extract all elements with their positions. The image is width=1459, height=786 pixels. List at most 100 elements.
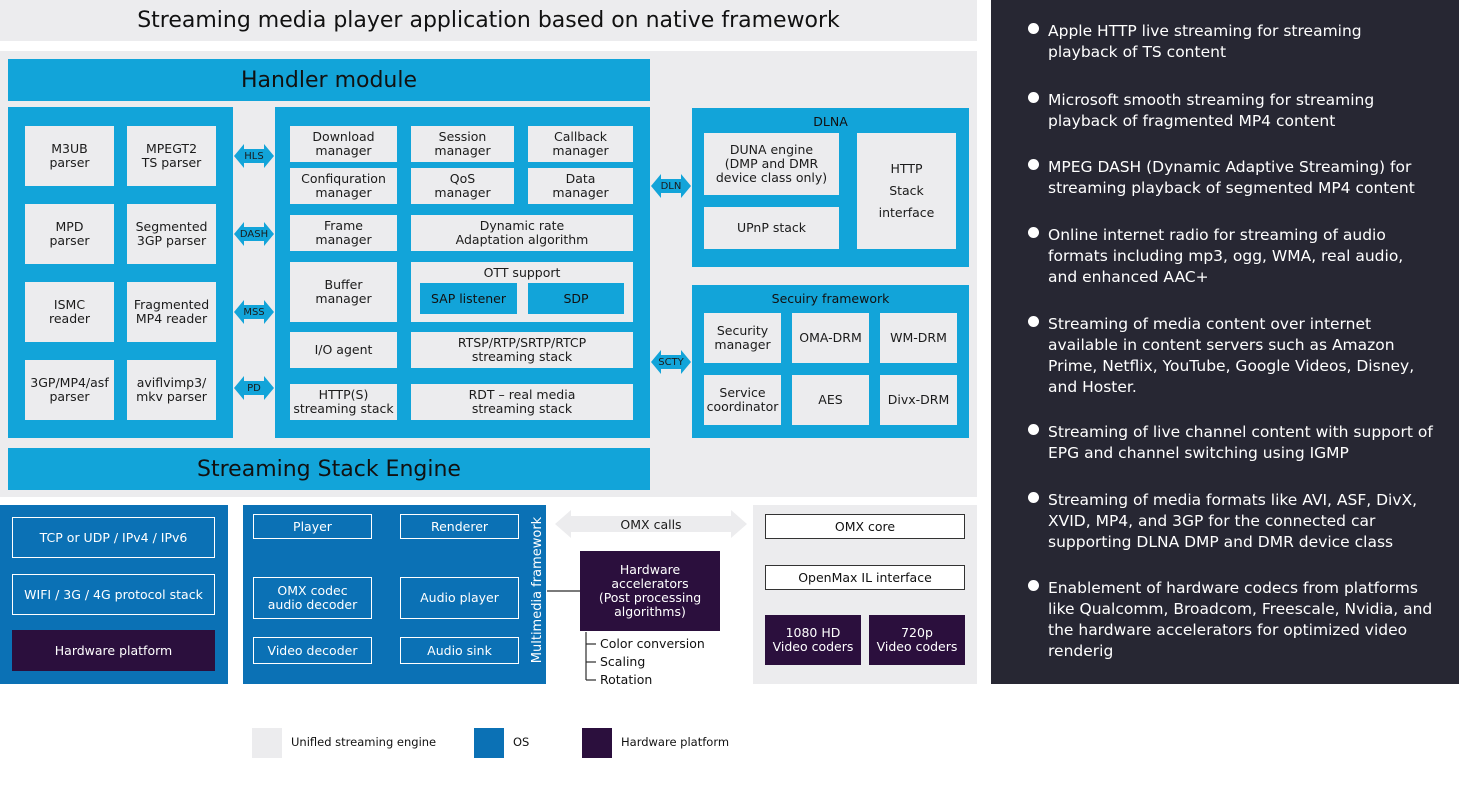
session-manager: Session manager: [411, 126, 514, 162]
reader-ismc: ISMC reader: [25, 282, 114, 342]
sdp: SDP: [528, 283, 624, 314]
service-coordinator: Service coordinator: [704, 375, 781, 425]
handler-module-label: Handler module: [240, 67, 418, 93]
bullet-icon: [1028, 92, 1039, 103]
handler-module: Handler module: [8, 59, 650, 101]
feature-text: Enablement of hardware codecs from platf…: [1048, 579, 1433, 660]
player-box: Player: [253, 514, 372, 539]
qos-manager: QoS manager: [411, 168, 514, 204]
ott-support-label: OTT support: [483, 264, 561, 280]
hardware-accelerators: Hardware accelerators (Post processing a…: [580, 551, 720, 631]
post-processing-rotation: Rotation: [600, 672, 653, 687]
upnp-stack: UPnP stack: [704, 207, 839, 249]
parser-mpegt2: MPEGT2 TS parser: [127, 126, 216, 186]
dash-arrow: [234, 222, 274, 246]
legend-label-os: OS: [513, 735, 530, 749]
video-coders-1080hd: 1080 HD Video coders: [765, 615, 861, 665]
feature-item: Apple HTTP live streaming for streaming …: [1028, 21, 1453, 63]
legend-swatch-os: [474, 728, 504, 758]
feature-item: Streaming of media content over internet…: [1028, 314, 1453, 398]
callback-manager: Callback manager: [528, 126, 633, 162]
bullet-icon: [1028, 316, 1039, 327]
tag-mss: MSS: [243, 306, 265, 318]
post-processing-scaling: Scaling: [600, 654, 646, 669]
feature-text: Streaming of live channel content with s…: [1048, 423, 1433, 462]
feature-text: Streaming of media content over internet…: [1048, 315, 1415, 396]
mss-arrow: [234, 300, 274, 324]
renderer-box: Renderer: [400, 514, 519, 539]
page-title: Streaming media player application based…: [137, 8, 840, 33]
openmax-il-interface: OpenMax IL interface: [765, 565, 965, 590]
hardware-platform-box: Hardware platform: [12, 630, 215, 671]
feature-item: MPEG DASH (Dynamic Adaptive Streaming) f…: [1028, 157, 1453, 199]
download-manager: Download manager: [290, 126, 397, 162]
rdt-streaming-stack: RDT – real media streaming stack: [411, 384, 633, 420]
multimedia-framework-panel: [243, 505, 546, 684]
streaming-stack-engine: Streaming Stack Engine: [8, 448, 650, 490]
wifi-protocol-stack: WIFI / 3G / 4G protocol stack: [12, 574, 215, 615]
bullet-icon: [1028, 424, 1039, 435]
parser-3gp-mp4-asf: 3GP/MP4/asf parser: [25, 360, 114, 420]
bullet-icon: [1028, 580, 1039, 591]
tag-dash: DASH: [239, 228, 269, 240]
audio-sink: Audio sink: [400, 637, 519, 664]
reader-fragmented-mp4: Fragmented MP4 reader: [127, 282, 216, 342]
bullet-icon: [1028, 492, 1039, 503]
duna-engine: DUNA engine (DMP and DMR device class on…: [704, 133, 839, 195]
tcp-udp-stack: TCP or UDP / IPv4 / IPv6: [12, 517, 215, 558]
tag-scty: SCTY: [658, 356, 684, 368]
oma-drm: OMA-DRM: [792, 313, 869, 363]
legend-label-unified: Unifled streaming engine: [291, 735, 437, 749]
feature-item: Enablement of hardware codecs from platf…: [1028, 578, 1453, 662]
security-title: Secuiry framework: [771, 290, 890, 306]
features-panel: Apple HTTP live streaming for streaming …: [991, 0, 1459, 684]
feature-text: Streaming of media formats like AVI, ASF…: [1048, 491, 1418, 551]
title-bar: Streaming media player application based…: [0, 0, 977, 41]
feature-text: Online internet radio for streaming of a…: [1048, 226, 1404, 286]
bullet-icon: [1028, 159, 1039, 170]
parser-aviflvimp3-mkv: aviflvimp3/ mkv parser: [127, 360, 216, 420]
video-coders-720p: 720p Video coders: [869, 615, 965, 665]
bullet-icon: [1028, 227, 1039, 238]
aes: AES: [792, 375, 869, 425]
omx-calls-label: OMX calls: [620, 516, 682, 532]
wm-drm: WM-DRM: [880, 313, 957, 363]
feature-item: Microsoft smooth streaming for streaming…: [1028, 90, 1453, 132]
http-stack-interface: HTTP Stack interface: [857, 133, 956, 249]
audio-player: Audio player: [400, 577, 519, 619]
dynamic-rate-adaptation: Dynamic rate Adaptation algorithm: [411, 215, 633, 251]
feature-text: MPEG DASH (Dynamic Adaptive Streaming) f…: [1048, 158, 1415, 197]
dln-arrow: [651, 174, 691, 198]
feature-text: Apple HTTP live streaming for streaming …: [1048, 22, 1362, 61]
configuration-manager: Confiquration manager: [290, 168, 397, 204]
tag-dln: DLN: [660, 180, 682, 192]
tag-pd: PD: [247, 382, 261, 394]
parser-m3ub: M3UB parser: [25, 126, 114, 186]
hls-arrow: [234, 144, 274, 168]
post-processing-color-conversion: Color conversion: [600, 636, 705, 651]
io-agent: I/O agent: [290, 332, 397, 368]
streaming-stack-engine-label: Streaming Stack Engine: [197, 456, 461, 482]
rtsp-streaming-stack: RTSP/RTP/SRTP/RTCP streaming stack: [411, 332, 633, 368]
feature-text: Microsoft smooth streaming for streaming…: [1048, 91, 1375, 130]
omx-codec-audio-decoder: OMX codec audio decoder: [253, 577, 372, 619]
bullet-icon: [1028, 23, 1039, 34]
parser-mpd: MPD parser: [25, 204, 114, 264]
feature-item: Streaming of media formats like AVI, ASF…: [1028, 490, 1453, 553]
legend-swatch-hardware: [582, 728, 612, 758]
parser-segmented-3gp: Segmented 3GP parser: [127, 204, 216, 264]
buffer-manager: Buffer manager: [290, 262, 397, 322]
security-manager: Security manager: [704, 313, 781, 363]
omx-core: OMX core: [765, 514, 965, 539]
scty-arrow: [651, 350, 691, 374]
divx-drm: Divx-DRM: [880, 375, 957, 425]
dlna-title: DLNA: [813, 113, 848, 129]
omx-calls-arrow: [555, 510, 747, 538]
frame-manager: Frame manager: [290, 215, 397, 251]
video-decoder: Video decoder: [253, 637, 372, 664]
legend-swatch-unified: [252, 728, 282, 758]
pd-arrow: [234, 376, 274, 400]
data-manager: Data manager: [528, 168, 633, 204]
feature-item: Streaming of live channel content with s…: [1028, 422, 1453, 464]
feature-item: Online internet radio for streaming of a…: [1028, 225, 1453, 288]
